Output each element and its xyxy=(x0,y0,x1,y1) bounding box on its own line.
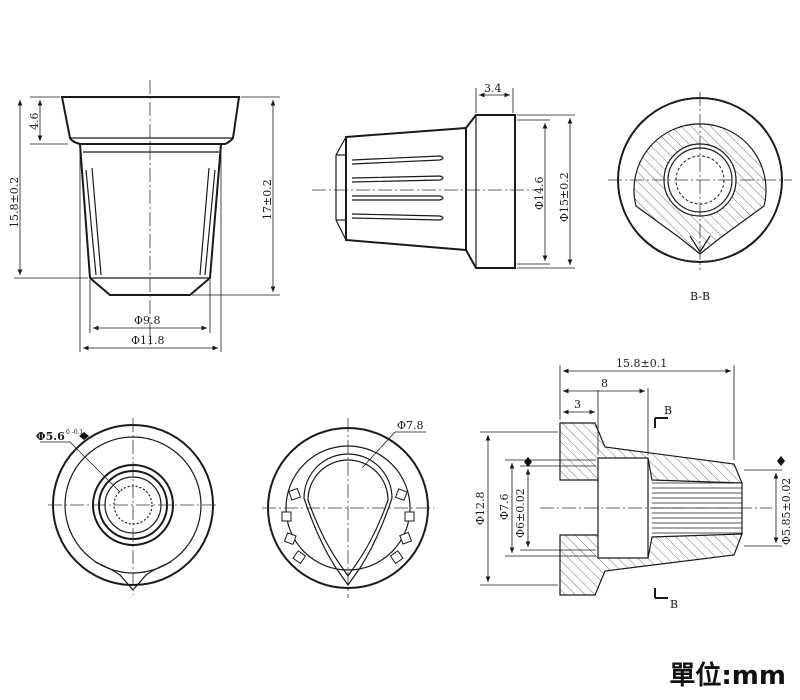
dim-height-15-8: 15.8±0.2 xyxy=(8,177,21,228)
cut-line-b-top: B xyxy=(664,404,672,417)
dim-width-3-4: 3.4 xyxy=(484,82,502,95)
dim-diameter-5-6: Φ5.6 xyxy=(36,430,65,443)
front-view: 4.6 15.8±0.2 17±0.2 Φ9.8 Φ11.8 xyxy=(8,80,280,352)
dim-length-8: 8 xyxy=(601,377,608,390)
dim-diameter-14-6: Φ14.6 xyxy=(533,176,546,210)
dim-length-15-8: 15.8±0.1 xyxy=(616,357,667,370)
dim-diameter-9-8: Φ9.8 xyxy=(134,314,161,327)
dim-diameter-7-6: Φ7.6 xyxy=(498,493,511,520)
dim-diameter-5-6-tolerance: 0 -0.1 xyxy=(66,429,83,436)
dim-diameter-12-8: Φ12.8 xyxy=(474,491,487,525)
dim-diameter-15: Φ15±0.2 xyxy=(558,172,571,222)
unit-label: 單位:mm xyxy=(669,661,786,691)
section-b-b-view: B-B xyxy=(608,92,792,303)
top-view: Φ7.8 xyxy=(262,418,434,598)
dim-length-3: 3 xyxy=(574,398,581,411)
side-view: 3.4 Φ14.6 Φ15±0.2 xyxy=(312,82,575,269)
dim-diameter-5-85: Φ5.85±0.02 xyxy=(780,478,793,545)
bottom-view: Φ5.6 0 -0.1 xyxy=(36,418,218,595)
dim-diameter-11-8: Φ11.8 xyxy=(131,334,165,347)
longitudinal-section-view: B B 15.8±0.1 8 3 Φ12.8 Φ7.6 Φ6±0.02 Φ5.8… xyxy=(474,357,793,611)
dim-height-17: 17±0.2 xyxy=(261,179,274,220)
section-label-b-b: B-B xyxy=(690,290,710,303)
dim-diameter-6: Φ6±0.02 xyxy=(514,488,527,538)
dim-diameter-7-8: Φ7.8 xyxy=(397,419,424,432)
dim-height-4-6: 4.6 xyxy=(28,113,41,131)
cut-line-b-bottom: B xyxy=(670,598,678,611)
